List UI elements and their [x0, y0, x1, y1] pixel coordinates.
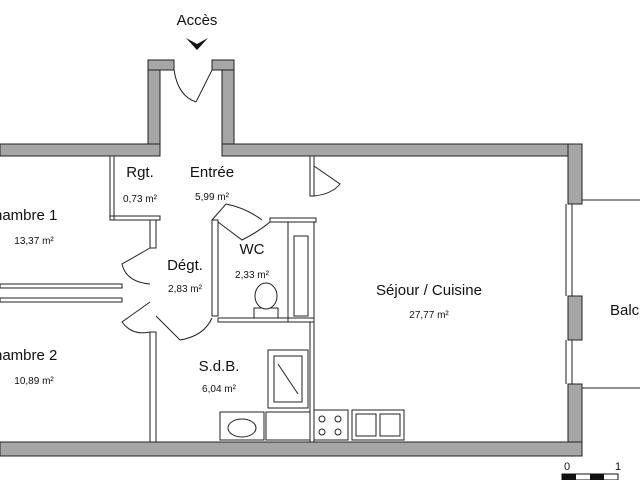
top-wall-right [221, 143, 583, 157]
room-name-entree: Entrée [190, 164, 234, 181]
room-area-chambre-1: 13,37 m² [14, 236, 54, 247]
room-area-wc: 2,33 m² [235, 270, 270, 281]
bathroom-door [155, 315, 213, 341]
scale-start-label: 0 [564, 461, 570, 473]
hob-burner-1 [318, 415, 326, 423]
shower-drain-line [277, 363, 299, 395]
sink-basin-2 [379, 413, 401, 437]
wc-left-wall [211, 219, 219, 317]
scale-bar: 0 1 [561, 461, 621, 480]
wc-right-duct [287, 221, 315, 323]
wc-door [217, 221, 271, 241]
right-wall-middle [567, 295, 583, 341]
rgt-bottom-wall [109, 215, 161, 221]
room-name-balcon: Balc [610, 302, 640, 319]
room-area-entree: 5,99 m² [195, 192, 230, 203]
entrance-top-right-wall [211, 59, 235, 71]
kitchen-hob [313, 409, 349, 441]
bedroom-separator-lower [0, 297, 123, 303]
entrance-label: Accès [177, 12, 218, 29]
entrance-door-arc [173, 69, 197, 103]
wc-bottom-wall [217, 317, 315, 323]
degt-entry-door [211, 203, 263, 221]
sdb-right-wall [309, 321, 315, 443]
sejour-door [313, 165, 341, 197]
balcony-windows [565, 199, 640, 389]
room-name-rangement: Rgt. [126, 164, 154, 181]
degt-left-wall-a [149, 219, 157, 249]
rgt-left-wall [109, 155, 115, 221]
room-name-sejour: Séjour / Cuisine [376, 282, 482, 299]
sejour-partition-top [309, 155, 315, 197]
washing-machine [265, 411, 311, 441]
fixtures [219, 282, 405, 441]
right-wall-top [567, 143, 583, 205]
entrance-top-left-wall [147, 59, 175, 71]
hob-burner-2 [334, 415, 342, 423]
entrance-arrow-icon [186, 38, 208, 50]
entrance-marker: Accès [177, 12, 218, 50]
room-area-degagement: 2,83 m² [168, 284, 203, 295]
room-name-chambre-2: hambre 2 [0, 347, 57, 364]
bedroom-2-door [121, 301, 151, 334]
hob-burner-3 [318, 428, 326, 436]
wc-top-wall [269, 217, 317, 223]
scale-bar-segment-2 [590, 474, 604, 480]
room-name-chambre-1: hambre 1 [0, 207, 57, 224]
sink-basin-1 [355, 413, 377, 437]
room-name-sdb: S.d.B. [199, 358, 240, 375]
scale-bar-segment-1 [562, 474, 576, 480]
hob-burner-4 [334, 428, 342, 436]
wc-right-duct-inner [293, 235, 309, 317]
interior-walls [0, 155, 317, 443]
top-wall-left [0, 143, 161, 157]
doors [121, 69, 341, 341]
scale-end-label: 1 [615, 461, 621, 473]
bedroom-1-door [121, 247, 151, 285]
exterior-walls [0, 59, 583, 457]
room-area-sdb: 6,04 m² [202, 384, 237, 395]
room-area-rangement: 0,73 m² [123, 194, 158, 205]
entrance-right-wall [221, 59, 235, 153]
room-area-chambre-2: 10,89 m² [14, 376, 54, 387]
toilet-bowl [254, 282, 278, 310]
entrance-left-wall [147, 59, 161, 153]
room-labels: Rgt. 0,73 m² Entrée 5,99 m² hambre 1 13,… [0, 164, 640, 395]
washbasin [227, 418, 257, 438]
bottom-wall [0, 441, 583, 457]
room-name-degagement: Dégt. [167, 257, 203, 274]
degt-left-wall-b [149, 331, 157, 443]
entrance-door-leaf [195, 69, 213, 103]
room-area-sejour: 27,77 m² [409, 310, 449, 321]
bedroom-separator-upper [0, 283, 123, 289]
room-name-wc: WC [240, 241, 265, 258]
